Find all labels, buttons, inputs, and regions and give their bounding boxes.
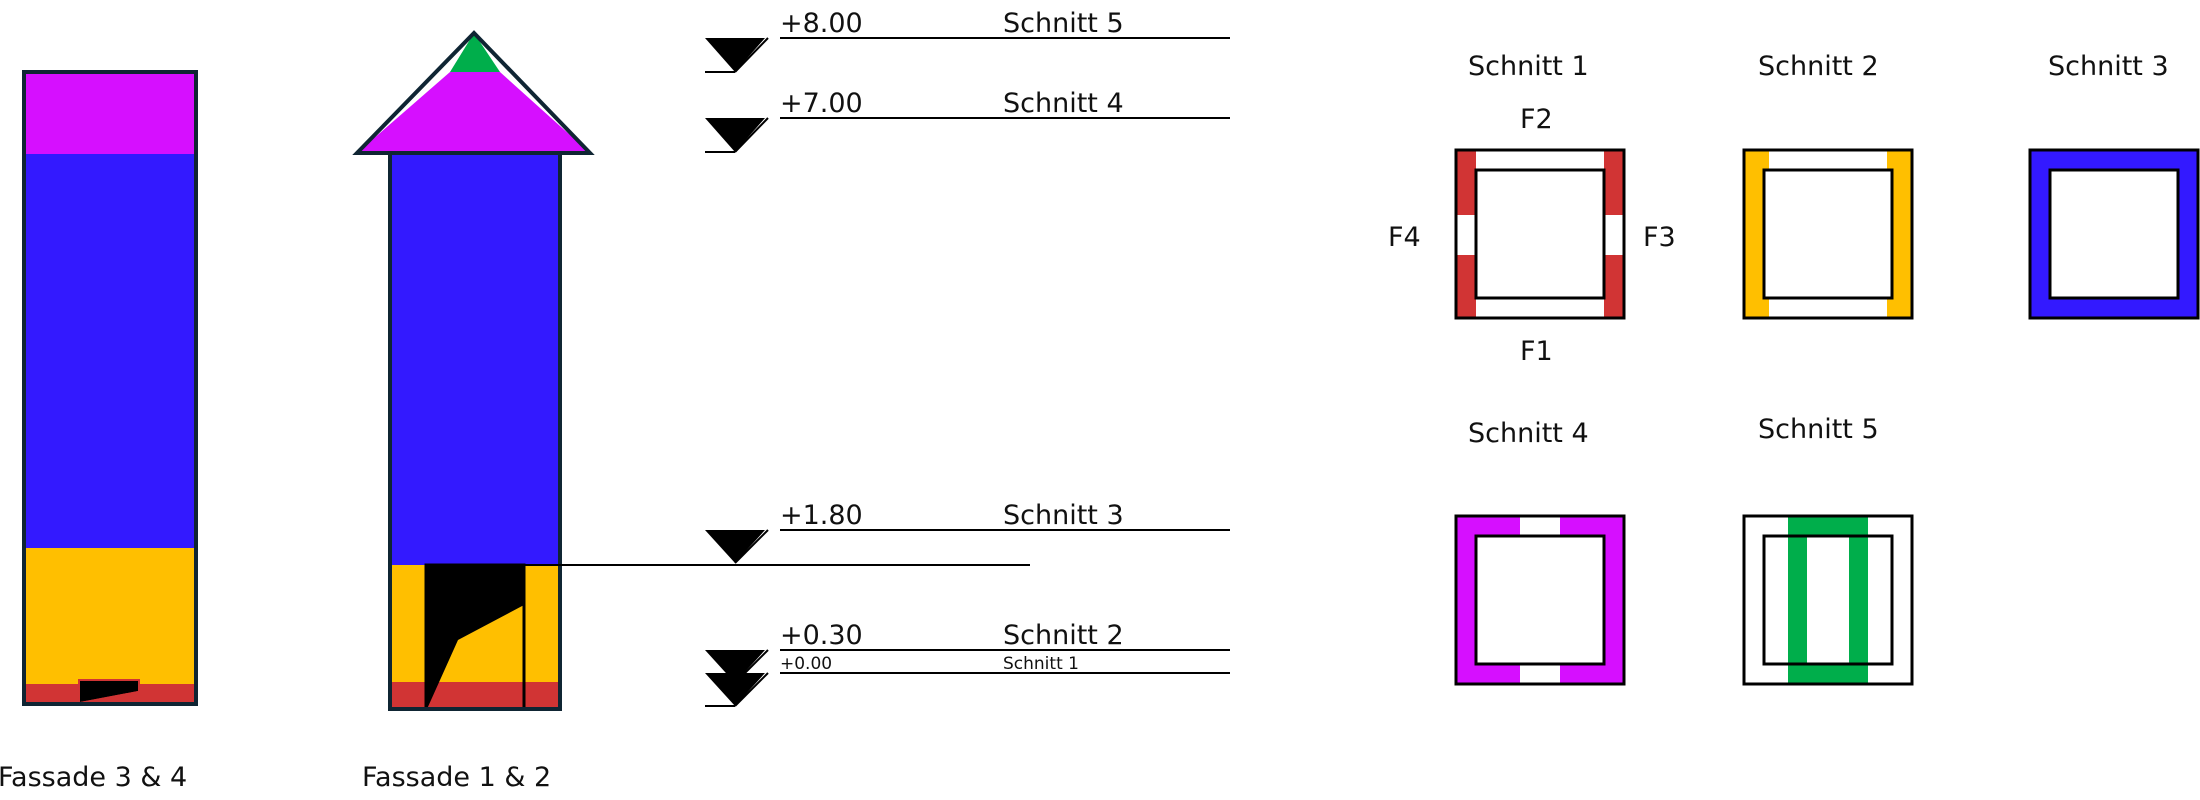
level-section: Schnitt 1 (1003, 654, 1079, 674)
section-3-title: Schnitt 3 (2048, 51, 2169, 82)
section-4-opening-top (1520, 516, 1560, 536)
level-leader (734, 117, 769, 153)
level-elevation: +8.00 (780, 8, 863, 39)
facade-1-2-red-base (390, 682, 560, 709)
facade-f4-label: F4 (1388, 222, 1421, 253)
section-1-opening-f1 (1476, 298, 1604, 318)
section-1-opening-f2 (1476, 150, 1604, 170)
level-elevation: +0.30 (780, 620, 863, 651)
facade-1-2: Fassade 1 & 2 (352, 30, 595, 793)
level-elevation: +0.00 (780, 654, 832, 674)
facade-3-4-door-panel-lower (80, 691, 138, 702)
level-marker-8-00: +8.00 Schnitt 5 (705, 8, 1230, 73)
facade-1-2-roof-tip-green (450, 33, 500, 72)
level-elevation: +1.80 (780, 500, 863, 531)
level-markers: +8.00 Schnitt 5 +7.00 Schnitt 4 +1.80 Sc… (505, 8, 1230, 707)
section-2-outline (1742, 148, 1914, 320)
section-4-plan: Schnitt 4 (1454, 418, 1626, 686)
level-marker-7-00: +7.00 Schnitt 4 (705, 88, 1230, 153)
section-5-outline (1742, 514, 1914, 686)
level-triangle (705, 673, 765, 706)
section-1-inner (1474, 168, 1606, 300)
facade-f3-label: F3 (1643, 222, 1676, 253)
section-2-opening-bottom (1769, 298, 1887, 318)
level-marker-0-00: +0.00 Schnitt 1 (705, 654, 1230, 707)
level-section: Schnitt 2 (1003, 620, 1124, 651)
section-1-plan: Schnitt 1 F2 F1 F4 F3 (1388, 51, 1676, 367)
level-triangle (705, 650, 765, 683)
section-5-inner (1762, 534, 1894, 666)
section-2-plan: Schnitt 2 (1742, 51, 1914, 320)
section-2-inner (1762, 168, 1894, 300)
facade-3-4-label: Fassade 3 & 4 (0, 762, 187, 793)
level-leader (734, 37, 769, 73)
section-2-title: Schnitt 2 (1758, 51, 1879, 82)
level-triangle (705, 38, 765, 72)
section-3-plan: Schnitt 3 (2028, 51, 2200, 320)
level-triangle (705, 118, 765, 152)
facade-3-4-yellow-zone (24, 548, 196, 684)
section-4-opening-bottom (1520, 664, 1560, 684)
level-leader (734, 672, 769, 707)
section-5-title: Schnitt 5 (1758, 414, 1879, 445)
level-section: Schnitt 5 (1003, 8, 1124, 39)
section-1-opening-f3 (1604, 215, 1624, 255)
level-section: Schnitt 3 (1003, 500, 1124, 531)
facade-3-4-blue-zone (24, 154, 196, 548)
level-leader (734, 529, 769, 564)
section-2-opening-top (1769, 150, 1887, 170)
section-1-title: Schnitt 1 (1468, 51, 1589, 82)
level-triangle (705, 530, 765, 563)
facade-3-4-outline (22, 70, 198, 706)
section-3-outline (2028, 148, 2200, 320)
level-elevation: +7.00 (780, 88, 863, 119)
facade-3-4: Fassade 3 & 4 (0, 70, 198, 793)
facade-1-2-roof-magenta (357, 72, 590, 153)
facade-1-2-blue-zone (390, 153, 560, 565)
facade-1-2-roof-outline (352, 30, 595, 155)
level-marker-0-30: +0.30 Schnitt 2 (705, 620, 1230, 684)
section-4-inner (1474, 534, 1606, 666)
facade-f1-label: F1 (1520, 336, 1553, 367)
level-section: Schnitt 4 (1003, 88, 1124, 119)
section-1-outline (1454, 148, 1626, 320)
facade-1-2-label: Fassade 1 & 2 (362, 762, 551, 793)
level-marker-1-80: +1.80 Schnitt 3 (505, 500, 1230, 566)
facade-3-4-door-panel-upper (80, 681, 138, 702)
facade-f2-label: F2 (1520, 104, 1553, 135)
facade-3-4-magenta-zone (24, 72, 196, 154)
section-4-title: Schnitt 4 (1468, 418, 1589, 449)
section-3-inner (2048, 168, 2180, 300)
section-5-plan: Schnitt 5 (1742, 414, 1914, 686)
section-5-gap (1807, 536, 1849, 664)
section-1-opening-f4 (1456, 215, 1476, 255)
section-4-outline (1454, 514, 1626, 686)
facade-1-2-door-open (426, 565, 524, 709)
